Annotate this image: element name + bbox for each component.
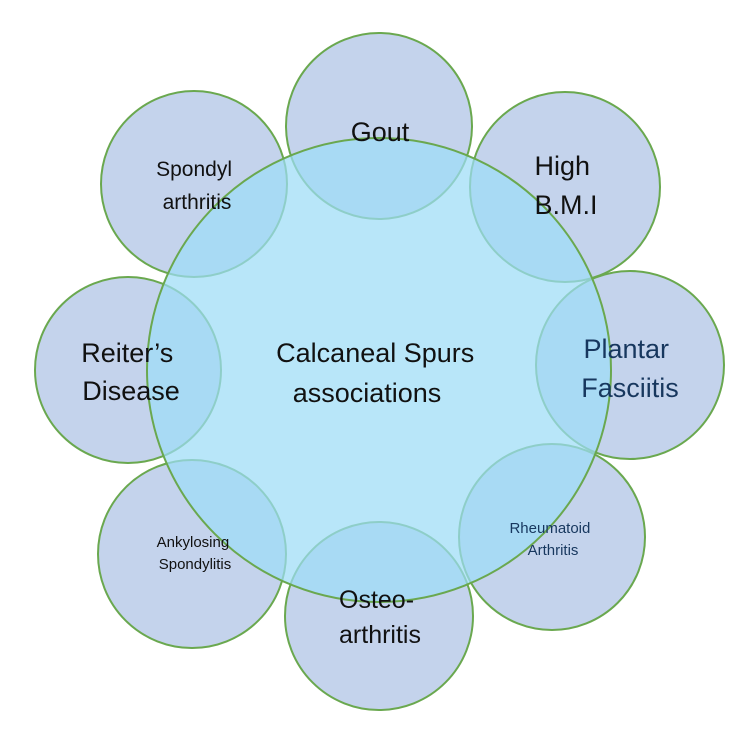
reiters-disease-label-line2: Disease xyxy=(82,376,180,406)
center-label-line1: Calcaneal Spurs xyxy=(276,338,474,368)
rheumatoid-arthritis-label-line1: Rheumatoid xyxy=(509,520,590,537)
ankylosing-spondylitis-label-line2: Spondylitis xyxy=(159,556,232,573)
high-bmi-label-line2: B.M.I xyxy=(534,190,597,220)
high-bmi-label: High B.M.I xyxy=(534,151,597,220)
osteoarthritis-label-line1: Osteo- xyxy=(339,586,414,614)
ankylosing-spondylitis-label-line1: Ankylosing xyxy=(157,534,230,551)
spondyl-arthritis-label: Spondyl arthritis xyxy=(156,158,238,214)
plantar-fasciitis-label-line1: Plantar xyxy=(583,334,669,364)
plantar-fasciitis-label: Plantar Fasciitis xyxy=(581,334,679,403)
plantar-fasciitis-label-line2: Fasciitis xyxy=(581,373,679,403)
ankylosing-spondylitis-label: Ankylosing Spondylitis xyxy=(157,534,234,573)
gout-label: Gout xyxy=(351,117,410,147)
center-label-line2: associations xyxy=(293,378,442,408)
rheumatoid-arthritis-label: Rheumatoid Arthritis xyxy=(509,520,594,559)
osteoarthritis-label-line2: arthritis xyxy=(339,621,421,649)
reiters-disease-label: Reiter’s Disease xyxy=(81,338,181,406)
spondyl-arthritis-label-line1: Spondyl xyxy=(156,158,232,181)
gout-label-line1: Gout xyxy=(351,117,410,147)
high-bmi-label-line1: High xyxy=(534,151,590,181)
reiters-disease-label-line1: Reiter’s xyxy=(81,338,173,368)
center-circle xyxy=(146,137,612,603)
spondyl-arthritis-label-line2: arthritis xyxy=(163,191,232,214)
rheumatoid-arthritis-label-line2: Arthritis xyxy=(528,542,579,559)
osteoarthritis-label: Osteo- arthritis xyxy=(339,586,421,649)
center-label: Calcaneal Spurs associations xyxy=(276,338,482,408)
